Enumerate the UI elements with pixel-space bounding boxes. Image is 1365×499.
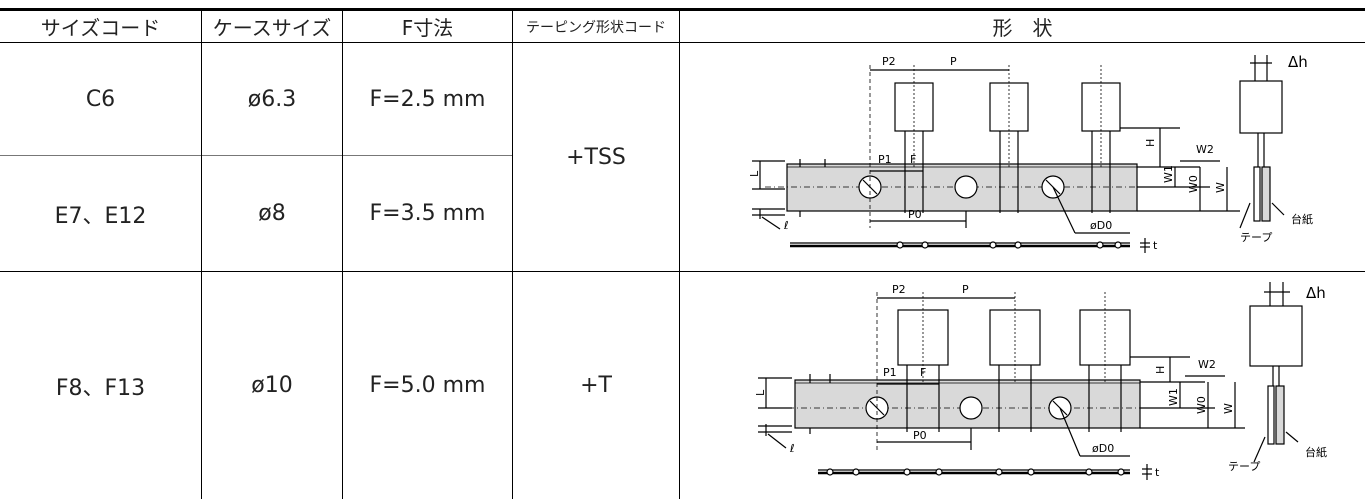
label-f: F [910, 153, 916, 166]
label-ell: ℓ [783, 219, 789, 232]
row1-f-dimension: F=2.5 mm [369, 86, 486, 112]
label-p1: P1 [883, 366, 897, 379]
header-shape: 形 状 [992, 16, 1053, 40]
label-dh: Δh [1306, 284, 1326, 302]
header-size-code: サイズコード [40, 16, 161, 40]
header-taping-code: テーピング形状コード [526, 19, 666, 36]
label-l: L [754, 389, 767, 396]
label-t: t [1155, 466, 1160, 479]
label-p: P [950, 55, 957, 68]
taping-code-t: +T [580, 373, 612, 398]
col-rule-1 [201, 8, 202, 499]
label-h: H [1144, 139, 1157, 147]
label-w2: W2 [1196, 143, 1214, 156]
label-h: H [1154, 366, 1167, 374]
label-w: W [1214, 182, 1227, 193]
taping-diagram-t: P2 P P1 F P0 L ℓ H W1 W0 W W2 øD0 t Δh テ… [754, 282, 1327, 480]
label-paper: 台紙 [1305, 445, 1327, 459]
label-w2: W2 [1198, 358, 1216, 371]
label-od0: øD0 [1092, 442, 1114, 455]
label-w1: W1 [1167, 388, 1180, 406]
label-f: F [920, 366, 926, 379]
taping-code-tss: +TSS [566, 144, 626, 170]
row2-f-dimension: F=3.5 mm [369, 201, 486, 226]
label-w0: W0 [1195, 396, 1208, 414]
row1-case-size: ø6.3 [247, 86, 297, 112]
label-ell: ℓ [789, 442, 795, 455]
label-p2: P2 [882, 55, 896, 68]
label-p1: P1 [878, 153, 892, 166]
label-p0: P0 [908, 208, 922, 221]
col-rule-4 [679, 8, 680, 499]
row3-f-dimension: F=5.0 mm [369, 373, 486, 398]
label-p: P [962, 283, 969, 296]
label-l: L [748, 170, 761, 177]
label-t: t [1153, 239, 1158, 252]
capacitor-side-body [1239, 80, 1283, 134]
top-rule [0, 8, 1365, 11]
taping-diagram-tss: P2 P P1 F P0 L ℓ H W1 W0 W W2 øD0 t Δh テ… [748, 53, 1313, 253]
header-rule [0, 42, 1365, 43]
label-od0: øD0 [1090, 219, 1112, 232]
label-tape: テープ [1228, 460, 1260, 473]
label-p0: P0 [913, 429, 927, 442]
row2-case-size: ø8 [258, 201, 286, 226]
label-w0: W0 [1187, 175, 1200, 193]
row2-size-code: E7、E12 [54, 203, 147, 229]
sprocket-hole [954, 175, 978, 199]
row2-rule [0, 271, 1365, 272]
header-f-dimension: F寸法 [401, 16, 454, 40]
label-dh: Δh [1288, 53, 1308, 71]
label-w1: W1 [1162, 165, 1175, 183]
label-tape: テープ [1240, 231, 1272, 244]
row1-rule [0, 155, 512, 156]
label-paper: 台紙 [1291, 212, 1313, 226]
sprocket-hole [959, 396, 983, 420]
label-w: W [1222, 403, 1235, 414]
row3-size-code: F8、F13 [55, 375, 146, 401]
row1-size-code: C6 [85, 86, 116, 112]
col-rule-3 [512, 8, 513, 499]
row3-case-size: ø10 [251, 373, 293, 398]
capacitor-side-body [1249, 305, 1303, 367]
label-p2: P2 [892, 283, 906, 296]
header-case-size: ケースサイズ [212, 16, 332, 40]
col-rule-2 [342, 8, 343, 499]
